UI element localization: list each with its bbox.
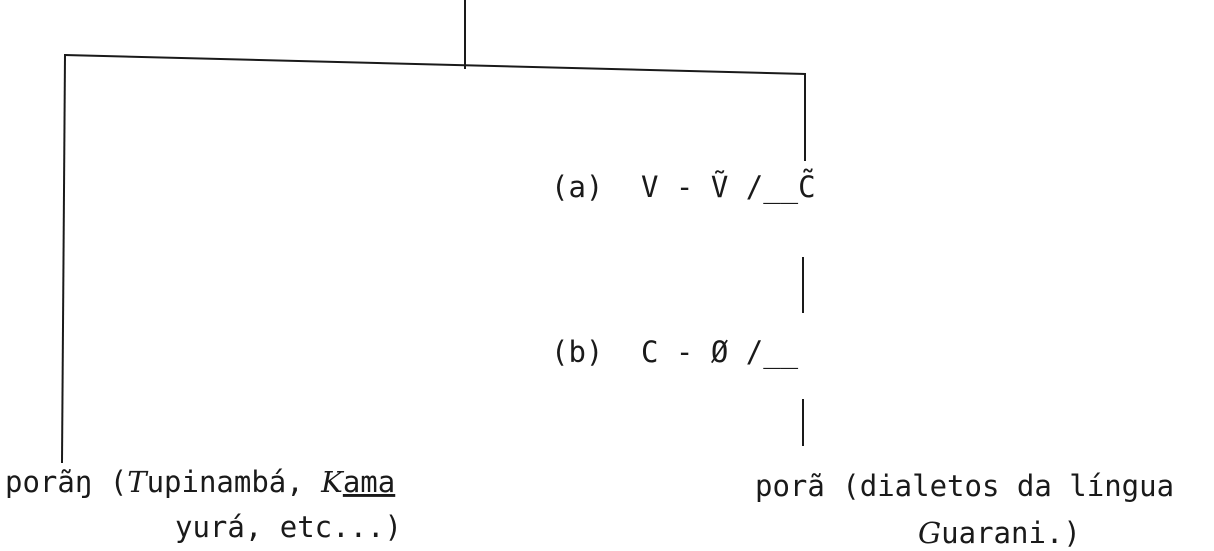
left-leaf-tupinamba: upinambá, [147,465,322,499]
right-leaf-line2: Guarani.) [918,516,1081,550]
left-leaf-line1: porãŋ (Tupinambá, Kama [5,465,395,499]
left-leaf-kama: ama [343,465,395,499]
rule-b-formula: C - Ø /__ [641,335,799,370]
right-leaf-handwritten-G: G [918,516,941,550]
right-leaf-line1: porã (dialetos da língua [755,469,1174,503]
left-branch-vertical [60,53,67,464]
left-leaf-line2: yurá, etc...) [175,510,402,544]
left-leaf-word: porãŋ ( [5,465,127,499]
left-leaf-handwritten-T: T [127,465,149,499]
top-horizontal-branch [63,53,807,76]
right-leaf-guarani: uarani.) [941,516,1081,550]
left-leaf-handwritten-K: K [320,465,345,499]
rule-a-marker: (a) [551,170,603,204]
rule-b-marker: (b) [551,335,603,369]
rule-a-formula: V - Ṽ /__C̃ [641,170,816,205]
